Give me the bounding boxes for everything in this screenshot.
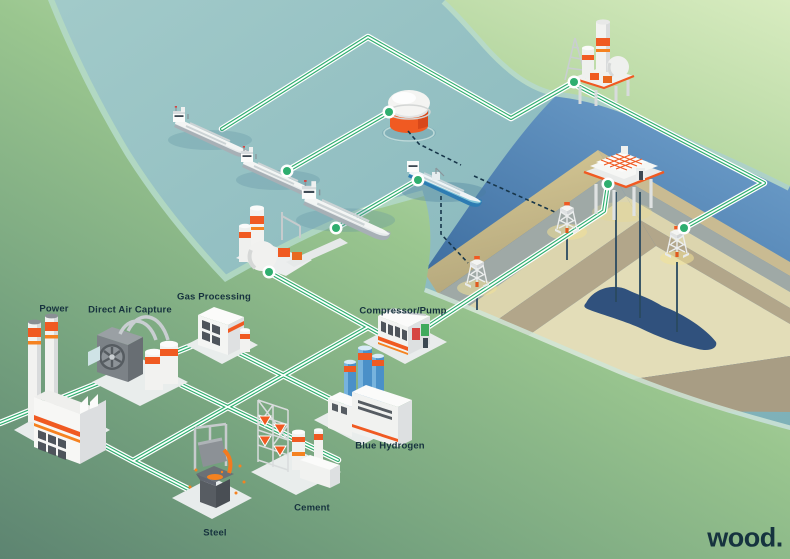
label-cement: Cement <box>294 502 330 514</box>
label-gas-processing: Gas Processing <box>177 291 251 303</box>
direct-air-capture-plant <box>88 315 188 406</box>
blue-hydrogen-plant <box>314 345 412 447</box>
steel-plant <box>172 422 252 519</box>
well-lines <box>476 192 678 332</box>
label-direct-air-capture: Direct Air Capture <box>88 304 172 316</box>
wood-logo: wood. <box>707 522 783 553</box>
gas-processing-plant <box>186 307 258 364</box>
subsea-dashed-links <box>407 130 558 264</box>
cement-plant <box>251 399 341 495</box>
label-blue-hydrogen: Blue Hydrogen <box>355 440 425 452</box>
label-steel: Steel <box>203 527 227 539</box>
label-compressor-pump: Compressor/Pump <box>359 305 447 317</box>
offshore-platform <box>583 146 665 220</box>
injection-vessel <box>402 161 486 207</box>
onshore-rig <box>564 19 635 106</box>
storage-reservoir <box>584 286 717 351</box>
export-terminal <box>236 205 348 276</box>
compressor-pump-station <box>363 308 447 364</box>
power-plant <box>14 313 110 464</box>
label-power: Power <box>39 303 69 315</box>
